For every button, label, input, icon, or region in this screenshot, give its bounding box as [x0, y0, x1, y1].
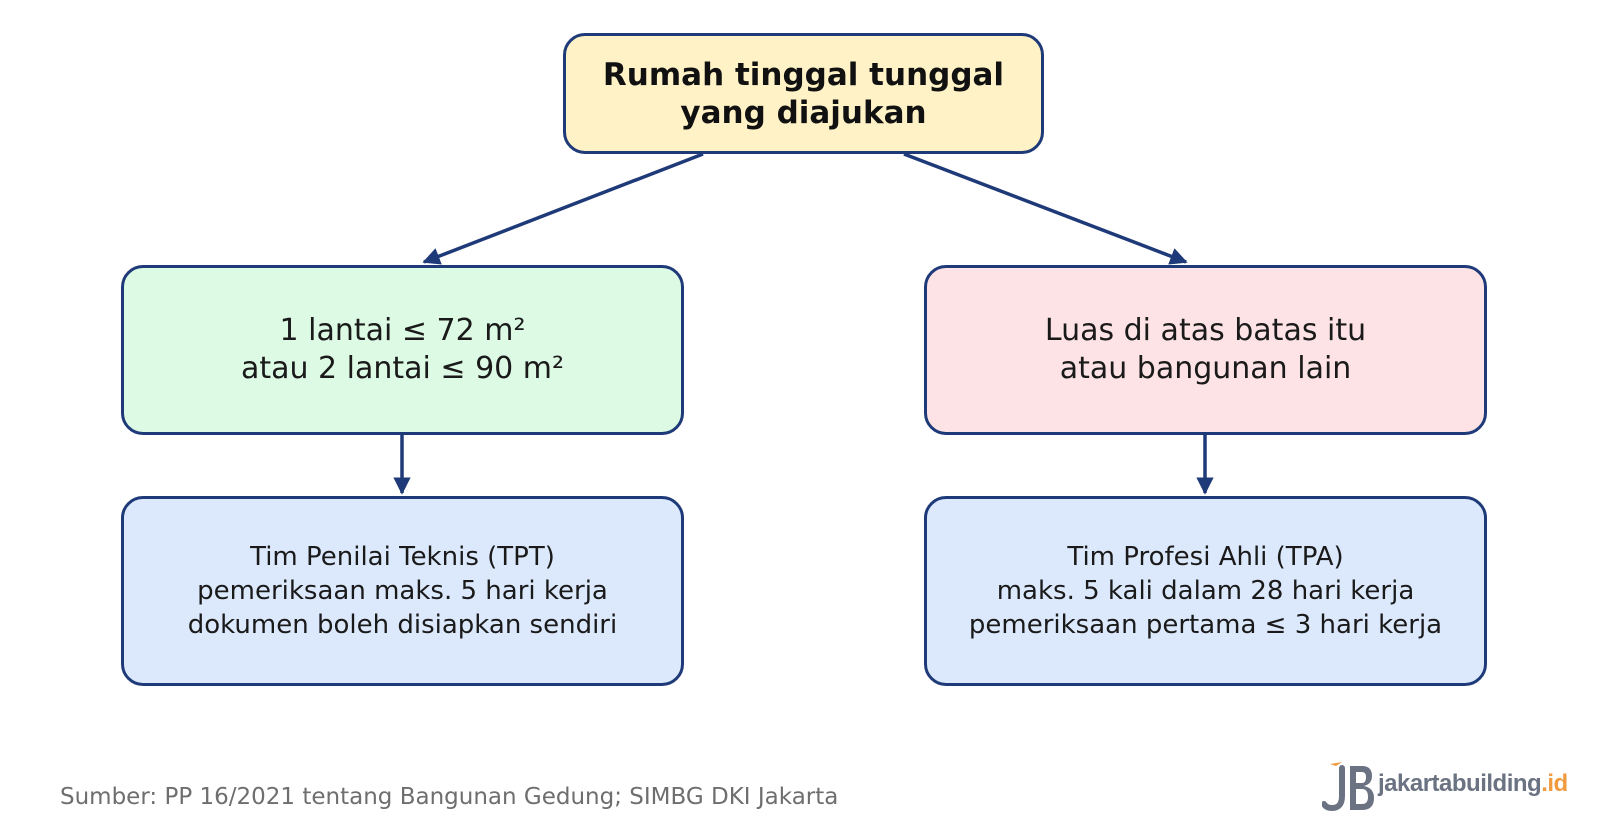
- arrow-root-to-left: [422, 152, 704, 265]
- result-line: Tim Profesi Ahli (TPA): [1067, 542, 1344, 572]
- logo-name: jakartabuilding: [1378, 770, 1542, 797]
- result-line: dokumen boleh disiapkan sendiri: [187, 610, 618, 640]
- condition-line: atau 2 lantai ≤ 90 m²: [240, 351, 565, 386]
- result-line: pemeriksaan maks. 5 hari kerja: [197, 576, 608, 606]
- result-line: pemeriksaan pertama ≤ 3 hari kerja: [968, 610, 1443, 640]
- arrow-root-to-right: [903, 152, 1188, 265]
- result-node-tpt: Tim Penilai Teknis (TPT) pemeriksaan mak…: [121, 496, 684, 686]
- jb-logo-mark-icon: [1322, 762, 1374, 812]
- condition-line: Luas di atas batas itu: [1044, 313, 1367, 348]
- condition-line: atau bangunan lain: [1059, 351, 1352, 386]
- root-line: yang diajukan: [680, 94, 927, 131]
- result-line: maks. 5 kali dalam 28 hari kerja: [996, 576, 1415, 606]
- logo-tld: .id: [1541, 770, 1568, 797]
- root-line: Rumah tinggal tunggal: [602, 56, 1005, 93]
- condition-node-larger-building: Luas di atas batas itu atau bangunan lai…: [924, 265, 1487, 435]
- source-note: Sumber: PP 16/2021 tentang Bangunan Gedu…: [60, 784, 839, 810]
- logo-wordmark: jakartabuilding.id: [1378, 770, 1568, 798]
- condition-node-small-house: 1 lantai ≤ 72 m² atau 2 lantai ≤ 90 m²: [121, 265, 684, 435]
- condition-line: 1 lantai ≤ 72 m²: [279, 313, 526, 348]
- jakartabuilding-logo: jakartabuilding.id: [1322, 760, 1584, 816]
- result-line: Tim Penilai Teknis (TPT): [250, 542, 555, 572]
- root-node: Rumah tinggal tunggal yang diajukan: [563, 33, 1044, 154]
- result-node-tpa: Tim Profesi Ahli (TPA) maks. 5 kali dala…: [924, 496, 1487, 686]
